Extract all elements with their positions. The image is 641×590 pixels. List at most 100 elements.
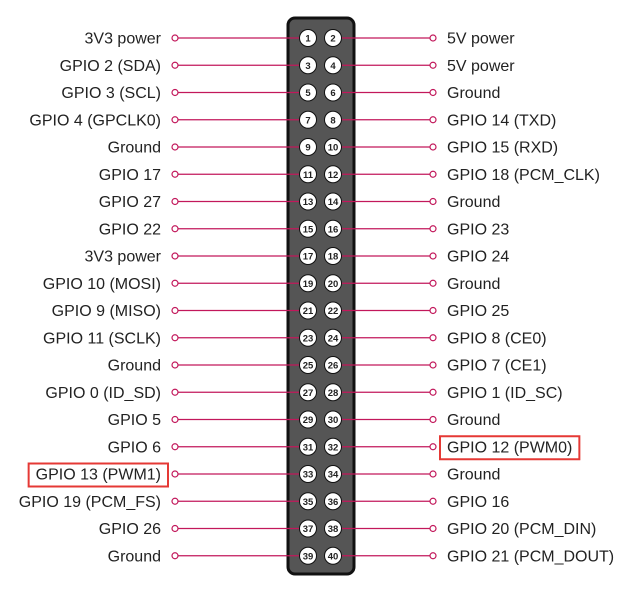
pin-left bbox=[299, 383, 317, 402]
pin-number: 5 bbox=[305, 88, 311, 99]
pin-number: 30 bbox=[328, 415, 339, 426]
pin-right bbox=[324, 29, 342, 47]
pin-label-right: GPIO 20 (PCM_DIN) bbox=[447, 521, 596, 538]
pin-right bbox=[324, 165, 342, 184]
wire-end-dot bbox=[429, 388, 437, 396]
pin-number: 37 bbox=[303, 524, 314, 535]
wire-end-dot bbox=[171, 61, 179, 69]
pin-number: 9 bbox=[305, 143, 310, 154]
pin-right bbox=[324, 546, 342, 565]
pin-label-right: 5V power bbox=[447, 31, 515, 48]
pin-right bbox=[324, 465, 342, 483]
pin-label-right: GPIO 7 (CE1) bbox=[447, 358, 547, 375]
gpio-header-body bbox=[286, 16, 356, 576]
wire-end-dot bbox=[429, 252, 437, 260]
pin-row: 5 6 GPIO 3 (SCL) Ground bbox=[61, 83, 500, 102]
pin-number: 19 bbox=[303, 279, 314, 290]
pin-label-right: GPIO 21 (PCM_DOUT) bbox=[447, 548, 614, 565]
pin-number: 8 bbox=[330, 115, 335, 126]
wire-end-dot bbox=[429, 34, 437, 42]
wire-end-dot bbox=[171, 306, 179, 315]
pin-label-right: GPIO 18 (PCM_CLK) bbox=[447, 167, 600, 184]
pin-right bbox=[324, 519, 342, 538]
pin-right bbox=[324, 328, 342, 347]
wire-end-dot bbox=[171, 225, 179, 233]
pin-number: 3 bbox=[305, 61, 310, 72]
wire-end-dot bbox=[429, 197, 437, 206]
pin-label-left: Ground bbox=[108, 548, 161, 565]
pin-label-left: GPIO 5 bbox=[108, 412, 161, 429]
pin-label-right: Ground bbox=[447, 85, 500, 102]
pin-label-right: Ground bbox=[447, 412, 500, 429]
pin-left bbox=[299, 165, 317, 184]
pin-label-left: GPIO 3 (SCL) bbox=[61, 85, 161, 102]
wire-end-dot bbox=[171, 252, 179, 260]
pin-number: 4 bbox=[330, 61, 336, 72]
pin-number: 39 bbox=[303, 551, 314, 562]
pin-right bbox=[324, 383, 342, 402]
pin-number: 7 bbox=[305, 115, 310, 126]
wire-end-dot bbox=[171, 88, 179, 97]
pin-right bbox=[324, 247, 342, 265]
pin-label-left: GPIO 11 (SCLK) bbox=[43, 330, 161, 347]
pin-left bbox=[299, 301, 317, 320]
wire-end-dot bbox=[429, 552, 437, 560]
wire-end-dot bbox=[429, 415, 437, 424]
wire-end-dot bbox=[171, 524, 179, 533]
pin-number: 32 bbox=[328, 442, 339, 453]
pin-label-right: GPIO 8 (CE0) bbox=[447, 330, 547, 347]
highlight-box bbox=[439, 435, 581, 461]
pin-left bbox=[299, 356, 317, 374]
pin-number: 1 bbox=[305, 34, 311, 45]
wire-end-dot bbox=[171, 470, 179, 478]
pin-number: 15 bbox=[303, 224, 314, 235]
pin-number: 29 bbox=[303, 415, 314, 426]
pin-label-right: 5V power bbox=[447, 58, 515, 75]
pin-label-left: GPIO 10 (MOSI) bbox=[43, 276, 161, 293]
wire-end-dot bbox=[171, 197, 179, 206]
pin-number: 38 bbox=[328, 524, 339, 535]
pin-label-right: Ground bbox=[447, 467, 500, 484]
pin-right bbox=[324, 274, 342, 293]
pin-label-left: GPIO 17 bbox=[99, 167, 161, 184]
pin-right bbox=[324, 301, 342, 320]
pin-label-right: GPIO 25 bbox=[447, 303, 509, 320]
pin-label-right: GPIO 1 (ID_SC) bbox=[447, 385, 563, 402]
pin-number: 20 bbox=[328, 279, 339, 290]
wire-end-dot bbox=[429, 170, 437, 178]
wire-end-dot bbox=[171, 143, 179, 151]
pin-label-right: Ground bbox=[447, 276, 500, 293]
pin-right bbox=[324, 110, 342, 129]
wire-end-dot bbox=[429, 279, 437, 287]
pin-number: 33 bbox=[303, 470, 314, 481]
wire-end-dot bbox=[171, 34, 179, 42]
pin-number: 6 bbox=[330, 88, 335, 99]
pin-label-right: Ground bbox=[447, 194, 500, 211]
pin-label-left: GPIO 22 bbox=[99, 221, 161, 238]
pin-label-right: GPIO 12 (PWM0) bbox=[447, 439, 572, 456]
pin-left bbox=[299, 110, 317, 129]
pin-label-left: GPIO 6 bbox=[108, 439, 161, 456]
pin-left bbox=[299, 519, 317, 538]
pin-number: 26 bbox=[328, 361, 339, 372]
pin-label-right: GPIO 15 (RXD) bbox=[447, 140, 558, 157]
pin-number: 21 bbox=[303, 306, 314, 317]
wire-end-dot bbox=[171, 170, 179, 178]
pin-label-left: GPIO 19 (PCM_FS) bbox=[19, 494, 161, 511]
pin-left bbox=[299, 274, 317, 293]
pin-number: 24 bbox=[328, 333, 339, 344]
pin-right bbox=[324, 410, 342, 429]
wire-end-dot bbox=[429, 143, 437, 151]
wire-end-dot bbox=[429, 116, 437, 124]
